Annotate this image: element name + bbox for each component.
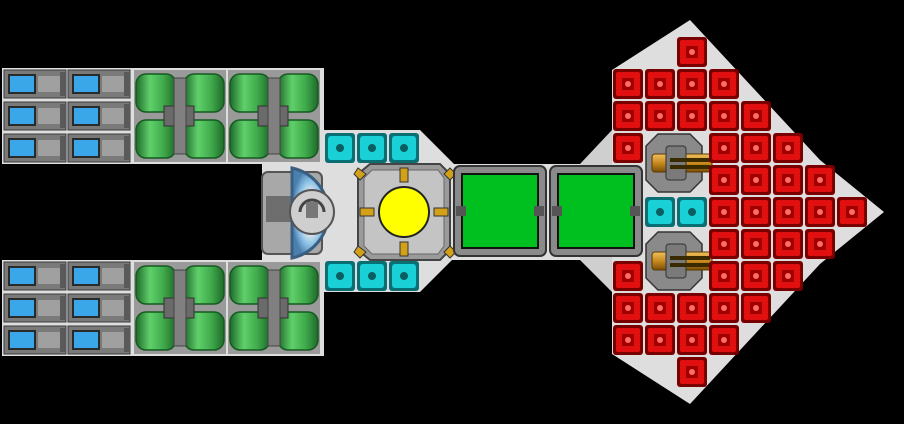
thruster[interactable] [3,325,67,355]
armor-block[interactable] [709,197,739,227]
armor-block[interactable] [741,261,771,291]
armor-block[interactable] [805,165,835,195]
thruster-icon [10,108,34,124]
armor-block[interactable] [677,37,707,67]
thruster-group [3,69,131,355]
shield-generator[interactable] [389,133,419,163]
cargo-container-1[interactable] [453,165,547,257]
thruster-icon [10,76,34,92]
cargo-container-icon [557,173,635,249]
armor-block[interactable] [773,197,803,227]
armor-group [613,37,867,387]
shield-generator-group [325,133,707,291]
armor-block[interactable] [677,69,707,99]
thruster[interactable] [67,101,131,131]
thruster-icon [74,76,98,92]
thruster-icon [74,300,98,316]
armor-block[interactable] [773,229,803,259]
thruster-icon [74,140,98,156]
fuel-tank[interactable] [228,70,320,162]
thruster[interactable] [3,69,67,99]
thruster[interactable] [67,133,131,163]
armor-block[interactable] [709,261,739,291]
fuel-tank[interactable] [134,262,226,354]
armor-block[interactable] [613,69,643,99]
thruster[interactable] [67,69,131,99]
armor-block[interactable] [741,197,771,227]
armor-block[interactable] [613,133,643,163]
armor-block[interactable] [709,101,739,131]
thruster[interactable] [67,325,131,355]
armor-block[interactable] [709,293,739,323]
armor-block[interactable] [741,133,771,163]
armor-block[interactable] [613,101,643,131]
thruster-icon [74,108,98,124]
armor-block[interactable] [709,325,739,355]
shield-generator[interactable] [677,197,707,227]
shield-generator[interactable] [325,133,355,163]
thruster-icon [10,300,34,316]
armor-block[interactable] [645,325,675,355]
armor-block[interactable] [645,101,675,131]
fuel-tank-group [134,70,320,354]
armor-block[interactable] [645,293,675,323]
thruster[interactable] [3,101,67,131]
cargo-container-2[interactable] [549,165,643,257]
armor-block[interactable] [805,229,835,259]
armor-block[interactable] [741,101,771,131]
thruster-icon [74,268,98,284]
armor-block[interactable] [709,69,739,99]
armor-block[interactable] [613,293,643,323]
cockpit[interactable] [261,166,335,260]
armor-block[interactable] [613,261,643,291]
shield-generator[interactable] [645,197,675,227]
armor-block[interactable] [773,133,803,163]
reactor-core-icon [378,186,430,238]
armor-block[interactable] [709,229,739,259]
armor-block[interactable] [645,69,675,99]
shield-generator[interactable] [357,261,387,291]
shield-generator[interactable] [389,261,419,291]
fuel-tank[interactable] [228,262,320,354]
thruster-icon [74,332,98,348]
shield-generator[interactable] [325,261,355,291]
fuel-tank[interactable] [134,70,226,162]
armor-block[interactable] [741,165,771,195]
thruster-icon [10,140,34,156]
cargo-container-icon [461,173,539,249]
armor-block[interactable] [773,165,803,195]
thruster[interactable] [67,293,131,323]
armor-block[interactable] [613,325,643,355]
armor-block[interactable] [709,165,739,195]
gun-turret[interactable] [645,231,713,291]
armor-block[interactable] [741,293,771,323]
armor-block[interactable] [677,293,707,323]
thruster[interactable] [3,133,67,163]
turret-group [645,133,713,291]
thruster[interactable] [67,261,131,291]
reactor[interactable] [353,163,457,261]
armor-block[interactable] [709,133,739,163]
armor-block[interactable] [677,101,707,131]
armor-block[interactable] [677,357,707,387]
thruster[interactable] [3,293,67,323]
thruster[interactable] [3,261,67,291]
armor-block[interactable] [805,197,835,227]
shield-generator[interactable] [357,133,387,163]
armor-block[interactable] [837,197,867,227]
thruster-icon [10,268,34,284]
thruster-icon [10,332,34,348]
armor-block[interactable] [773,261,803,291]
armor-block[interactable] [677,325,707,355]
armor-block[interactable] [741,229,771,259]
gun-turret[interactable] [645,133,713,193]
